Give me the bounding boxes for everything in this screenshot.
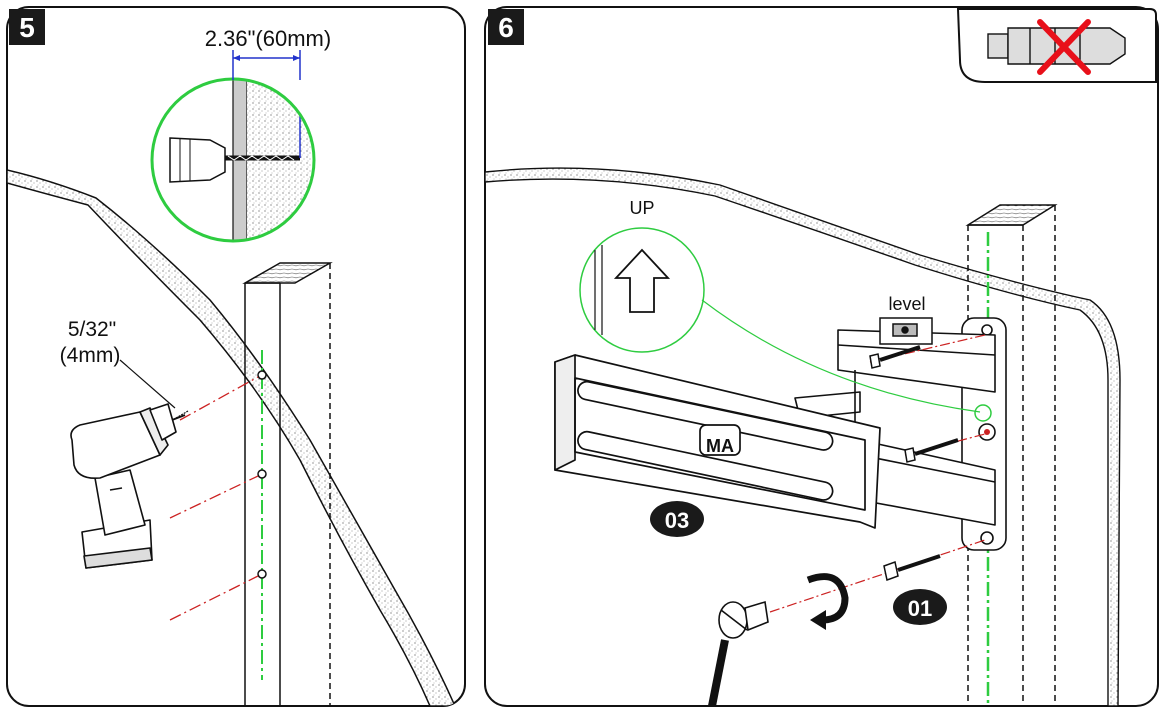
drill-size-metric: (4mm): [60, 344, 121, 367]
wall-edge: [485, 167, 1121, 706]
up-label: UP: [629, 198, 654, 218]
part-03-badge: 03: [650, 501, 704, 537]
drill-size-label: 5/32": [68, 318, 116, 341]
pilot-holes: [169, 370, 267, 621]
up-arrow-icon: [613, 248, 671, 313]
level-label: level: [888, 294, 925, 314]
step-6-badge: 6: [488, 9, 524, 45]
drill-callout-line: [119, 359, 176, 409]
rotate-arrow-icon: [806, 573, 849, 624]
bracket-logo: MA: [706, 436, 734, 456]
depth-dimension-label: 2.36"(60mm): [205, 26, 331, 51]
level-icon: [879, 317, 933, 345]
svg-text:03: 03: [665, 508, 689, 533]
step-6-panel: level: [484, 6, 1159, 707]
up-detail-zoom: [579, 227, 992, 422]
lag-bolts: [769, 334, 986, 613]
anchor-prohibited-icon: [956, 8, 1157, 83]
wrench-icon: [708, 600, 769, 706]
svg-text:01: 01: [908, 596, 932, 621]
step-5-panel: 5/32" (4mm): [6, 6, 466, 707]
part-01-badge: 01: [893, 589, 947, 625]
tv-bracket: [554, 354, 881, 529]
step-5-badge: 5: [9, 9, 45, 45]
drill-icon: [70, 403, 189, 569]
step-6-number: 6: [498, 12, 514, 43]
stud-icon: [242, 262, 333, 706]
step-5-number: 5: [19, 12, 35, 43]
